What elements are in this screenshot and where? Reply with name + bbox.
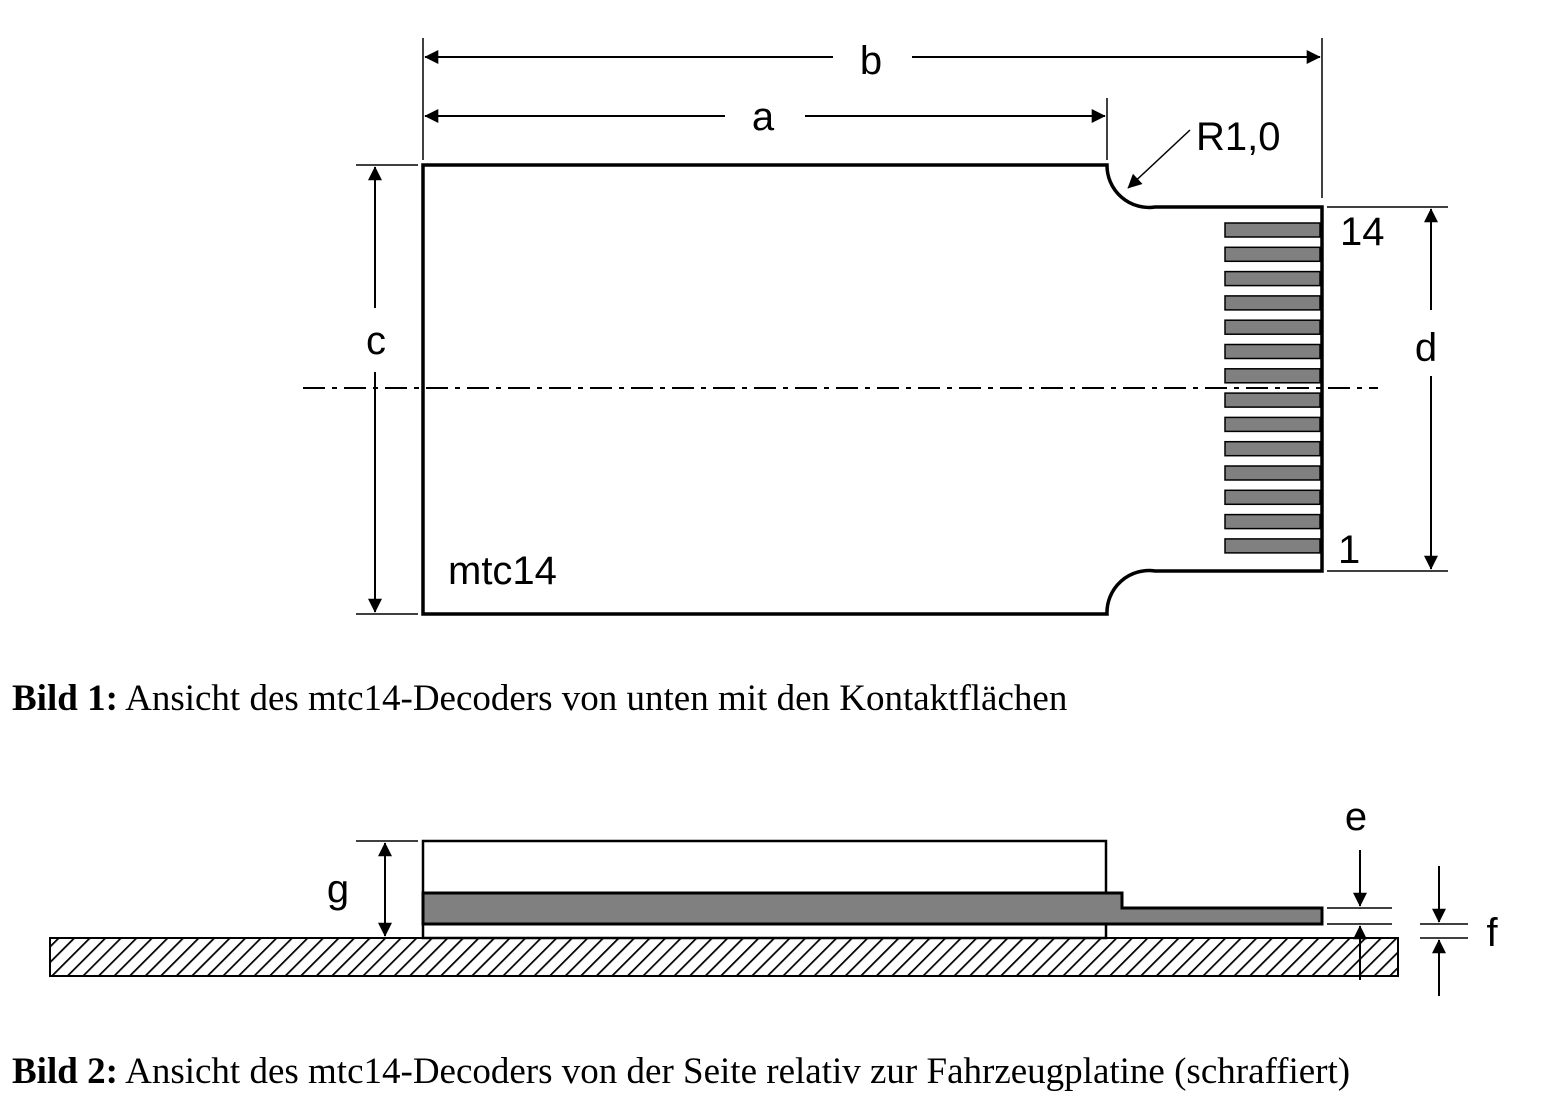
decoder-pcb bbox=[421, 891, 1324, 926]
pin-14-label: 14 bbox=[1340, 210, 1385, 254]
dimension-d-label: d bbox=[1415, 326, 1437, 370]
figure-1-caption: Bild 1: Ansicht des mtc14-Decoders von u… bbox=[12, 680, 1067, 717]
dimension-e: e bbox=[1327, 795, 1392, 980]
contact-pad-13 bbox=[1224, 246, 1321, 263]
contact-pad-2 bbox=[1224, 513, 1321, 530]
dimension-c-label: c bbox=[366, 319, 386, 363]
contact-pad-11 bbox=[1224, 295, 1321, 311]
dimension-g-label: g bbox=[327, 867, 349, 911]
contact-pad-3 bbox=[1224, 489, 1321, 506]
contact-pad-12 bbox=[1224, 270, 1321, 287]
figure-1-caption-text: Ansicht des mtc14-Decoders von unten mit… bbox=[117, 678, 1068, 719]
figure-2-caption-text: Ansicht des mtc14-Decoders von der Seite… bbox=[117, 1051, 1351, 1092]
radius-label: R1,0 bbox=[1196, 115, 1281, 159]
extension-lines bbox=[356, 38, 1448, 615]
contact-pad-6 bbox=[1224, 416, 1321, 433]
dimension-b-label: b bbox=[860, 39, 882, 83]
radius-callout: R1,0 bbox=[1127, 115, 1281, 189]
dimension-a-label: a bbox=[752, 95, 775, 139]
figure-1-caption-number: Bild 1: bbox=[12, 678, 118, 719]
dimension-f-label: f bbox=[1486, 911, 1498, 955]
dimension-e-label: e bbox=[1345, 795, 1367, 839]
dimension-b: b bbox=[424, 39, 1321, 83]
contact-pad-5 bbox=[1224, 440, 1321, 457]
contact-pads bbox=[1224, 222, 1321, 554]
figure-2-caption: Bild 2: Ansicht des mtc14-Decoders von d… bbox=[12, 1053, 1350, 1090]
dimension-f: f bbox=[1420, 866, 1498, 996]
decoder-label: mtc14 bbox=[448, 549, 557, 593]
contact-pad-4 bbox=[1224, 465, 1321, 481]
dimension-d: d bbox=[1415, 208, 1438, 570]
decoder-board-outline bbox=[421, 163, 1324, 616]
contact-pad-8 bbox=[1224, 368, 1321, 384]
figure-2-side-view: g e f bbox=[49, 795, 1498, 996]
vehicle-board-hatched bbox=[49, 937, 1399, 977]
dimension-g: g bbox=[327, 840, 418, 937]
dimension-c: c bbox=[366, 166, 386, 613]
dimension-a: a bbox=[424, 95, 1106, 139]
contact-pad-14 bbox=[1224, 222, 1321, 238]
contact-pad-1 bbox=[1224, 538, 1321, 554]
figure-1-top-view: b a R1,0 c d 14 bbox=[303, 38, 1448, 616]
contact-pad-7 bbox=[1224, 392, 1321, 408]
pin-1-label: 1 bbox=[1338, 528, 1360, 572]
contact-pad-9 bbox=[1224, 343, 1321, 360]
figure-2-caption-number: Bild 2: bbox=[12, 1051, 118, 1092]
contact-pad-10 bbox=[1224, 319, 1321, 335]
